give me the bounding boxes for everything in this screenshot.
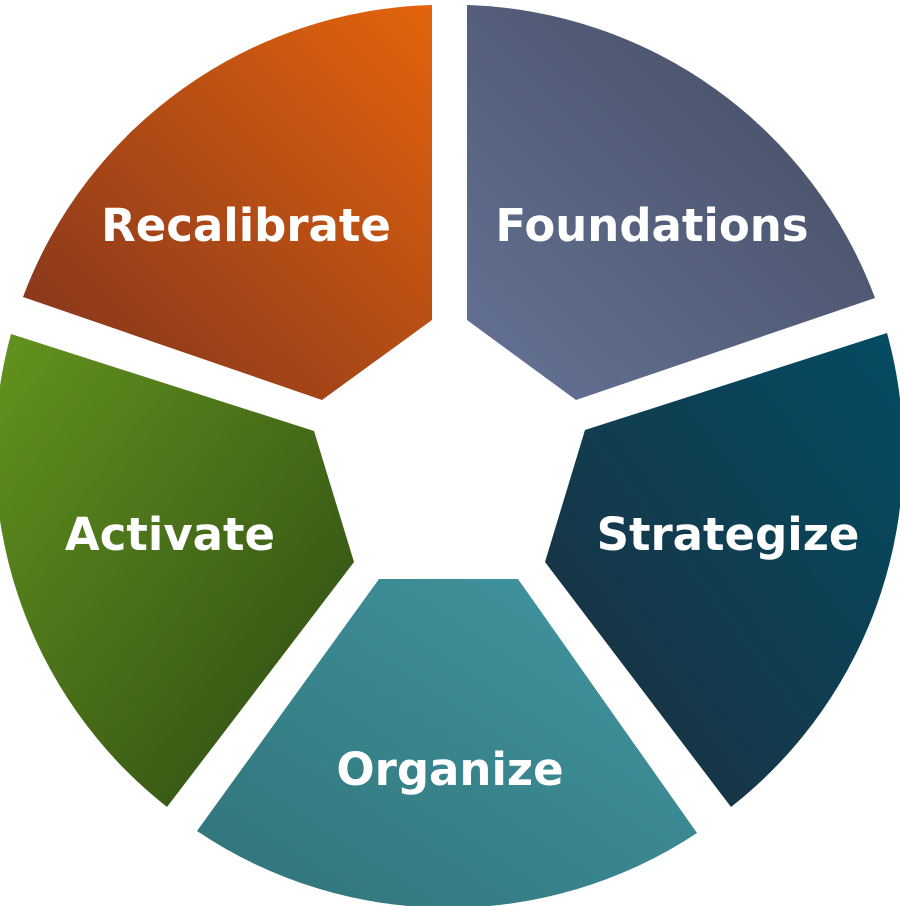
segment-recalibrate [23, 5, 432, 400]
segment-foundations [467, 5, 875, 400]
segment-activate [0, 334, 354, 807]
label-activate: Activate [65, 508, 275, 561]
label-foundations: Foundations [495, 199, 808, 252]
label-recalibrate: Recalibrate [101, 199, 391, 252]
label-strategize: Strategize [597, 508, 860, 561]
label-organize: Organize [336, 743, 563, 796]
segment-organize [197, 579, 697, 906]
segment-strategize [545, 333, 900, 807]
